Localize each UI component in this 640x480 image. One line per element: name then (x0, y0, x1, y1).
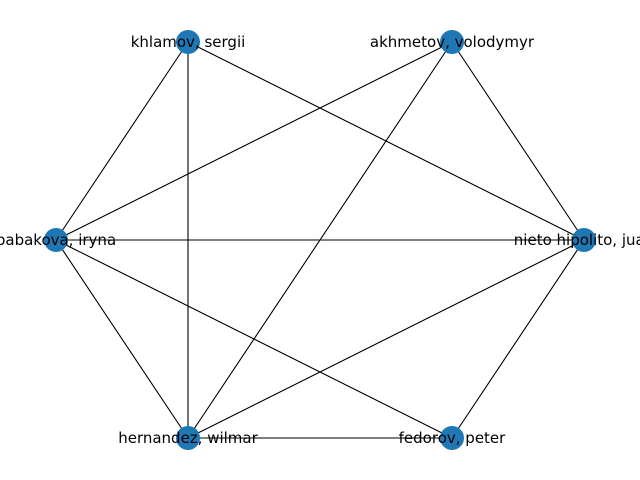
edge-babakova-hernandez (55, 239, 189, 439)
node-hernandez (176, 426, 200, 450)
edge-khlamov-babakova (55, 41, 189, 241)
node-label-fedorov: fedorov, peter (399, 429, 506, 447)
node-fedorov (440, 426, 464, 450)
node-label-babakova: babakova, iryna (0, 231, 116, 249)
node-label-akhmetov: akhmetov, volodymyr (370, 33, 535, 51)
labels-layer: khlamov, sergii akhmetov, volodymyr babako… (0, 33, 640, 447)
node-khlamov (176, 30, 200, 54)
node-babakova (44, 228, 68, 252)
node-label-hernandez: hernandez, wilmar (118, 429, 258, 447)
node-akhmetov (440, 30, 464, 54)
edge-babakova-fedorov (55, 239, 453, 439)
edge-nieto-hernandez (187, 239, 585, 439)
edge-nieto-fedorov (451, 239, 585, 439)
edges-layer (55, 41, 585, 439)
nodes-layer (44, 30, 596, 450)
edge-akhmetov-nieto (451, 41, 585, 241)
edge-akhmetov-babakova (55, 41, 453, 241)
node-label-nieto: nieto hipolito, juan (514, 231, 640, 249)
node-nieto (572, 228, 596, 252)
node-label-khlamov: khlamov, sergii (131, 33, 246, 51)
